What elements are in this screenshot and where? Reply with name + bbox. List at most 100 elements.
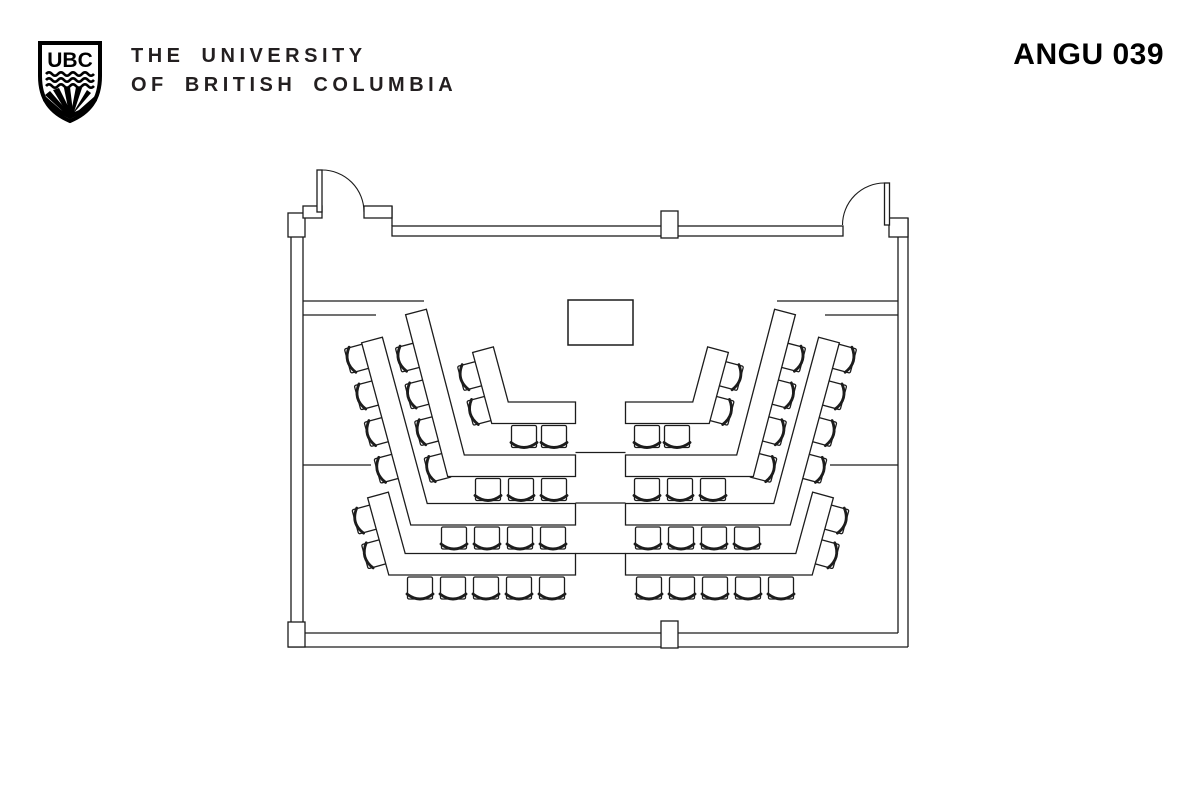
table-run-tier-3 [344, 336, 577, 551]
wall-segment [888, 217, 909, 238]
chair-back-arc [633, 542, 663, 551]
table-run-tier-1 [624, 346, 744, 449]
chair [667, 576, 697, 601]
chair-back-arc [773, 418, 786, 447]
chair-back-arc [458, 363, 471, 392]
chair-back-arc [425, 455, 437, 483]
chair-back-arc [415, 418, 428, 447]
chair [538, 526, 568, 551]
chair-back-arc [814, 455, 826, 484]
ubc-crest-logo: UBC [38, 41, 102, 124]
chair-back-arc [766, 592, 796, 601]
chair [439, 526, 469, 551]
chair-back-arc [509, 441, 539, 449]
chair [506, 477, 536, 502]
chair-back-arc [365, 419, 378, 448]
table-surface [624, 336, 841, 526]
chair-back-arc [355, 382, 368, 411]
table-surface [404, 308, 577, 478]
podium-table [567, 299, 634, 346]
door-swing-arc [841, 182, 885, 226]
chair-back-arc [537, 592, 567, 601]
chair [539, 424, 569, 449]
chair-back-arc [732, 542, 762, 551]
door-left [316, 169, 365, 213]
chair-back-arc [505, 542, 535, 551]
university-wordmark-line2: OF BRITISH COLUMBIA [131, 74, 458, 96]
wall-segment [287, 212, 306, 238]
crest-ubc-text: UBC [47, 49, 93, 72]
wall-segment [287, 621, 306, 648]
table-surface [624, 491, 835, 576]
chair-back-arc [539, 494, 569, 502]
chair-back-arc [504, 592, 534, 601]
chair-back-arc [826, 541, 839, 570]
chair [504, 576, 534, 601]
chair-back-arc [439, 542, 469, 551]
door-leaf [316, 169, 323, 213]
chair-back-arc [764, 455, 776, 483]
chair-back-arc [632, 441, 662, 449]
table-run-tier-1 [457, 346, 577, 449]
chair-back-arc [632, 494, 662, 502]
chair-back-arc [733, 592, 763, 601]
chair [665, 477, 695, 502]
chair [700, 576, 730, 601]
table-surface [366, 491, 577, 576]
wall-segment [391, 225, 844, 237]
table-surface [471, 346, 577, 425]
chair [828, 342, 857, 374]
chair-back-arc [472, 542, 502, 551]
chair-back-arc [506, 494, 536, 502]
chair-back-arc [783, 381, 795, 410]
chair-back-arc [538, 542, 568, 551]
chair [438, 576, 468, 601]
table-run-tier-4 [624, 491, 850, 601]
chair-back-arc [667, 592, 697, 601]
chair-back-arc [843, 345, 856, 374]
chair-back-arc [721, 397, 733, 426]
table-surface [624, 308, 797, 478]
chair [733, 576, 763, 601]
table-run-tier-4 [351, 491, 577, 601]
chair-back-arc [700, 592, 730, 601]
chair [633, 526, 663, 551]
chair-back-arc [699, 542, 729, 551]
chair-back-arc [833, 382, 846, 411]
table-surface [360, 336, 577, 526]
walls [287, 205, 909, 648]
chair-back-arc [792, 344, 805, 373]
chair-back-arc [634, 592, 664, 601]
chair-back-arc [471, 592, 501, 601]
room-label: ANGU 039 [1013, 38, 1164, 71]
chair [472, 526, 502, 551]
table-run-tier-2 [624, 308, 806, 502]
table-run-tier-2 [395, 308, 577, 502]
seating-right [600, 300, 898, 601]
chair-back-arc [836, 506, 848, 535]
wall-segment [363, 205, 393, 219]
chair-back-arc [666, 542, 696, 551]
chair [699, 526, 729, 551]
university-wordmark: THE UNIVERSITY OF BRITISH COLUMBIA [131, 42, 457, 100]
chair-back-arc [405, 592, 435, 601]
chair [666, 526, 696, 551]
crest-wavy-bars [45, 71, 95, 89]
table-run-tier-3 [624, 336, 857, 551]
chair-back-arc [730, 363, 743, 392]
seating-left [303, 300, 601, 601]
chair-back-arc [362, 541, 375, 570]
floor-plan-root [287, 169, 909, 649]
chair [766, 576, 796, 601]
header: UBC THE UNIVERSITY OF BRITISH COLUMBIA A… [0, 0, 1200, 140]
chair [505, 526, 535, 551]
university-wordmark-line1: THE UNIVERSITY [131, 45, 367, 67]
chair-back-arc [375, 455, 387, 484]
chair-back-arc [539, 441, 569, 449]
chair-back-arc [823, 419, 836, 448]
chair [405, 576, 435, 601]
chair [537, 576, 567, 601]
chair-back-arc [665, 494, 695, 502]
